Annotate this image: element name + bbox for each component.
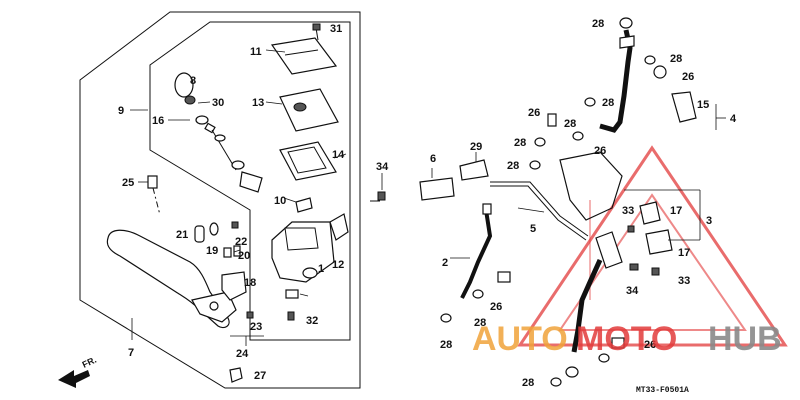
clip-29 [459, 159, 489, 181]
label-part-16: 16 [152, 115, 164, 127]
label-part-28-g: 28 [474, 317, 486, 329]
brake-pipe [490, 181, 589, 237]
hose-end-lower [565, 366, 579, 378]
label-part-8: 8 [190, 75, 196, 87]
label-part-29: 29 [470, 141, 482, 153]
bracket-17-lower [645, 229, 673, 255]
washers-and-bolts [440, 17, 660, 387]
hose-fitting-top [619, 35, 635, 49]
master-cylinder-body [271, 221, 335, 283]
leader-lines [130, 49, 726, 346]
label-part-21: 21 [176, 229, 188, 241]
label-part-15: 15 [697, 99, 709, 111]
label-part-1: 1 [318, 263, 324, 275]
brake-switch [221, 271, 247, 301]
label-part-6: 6 [430, 153, 436, 165]
label-part-2: 2 [442, 257, 448, 269]
label-part-12: 12 [332, 259, 344, 271]
label-part-32: 32 [306, 315, 318, 327]
pivot-bolt [147, 175, 161, 216]
label-part-26-a: 26 [682, 71, 694, 83]
label-part-13: 13 [252, 97, 264, 109]
clamp-12 [329, 213, 349, 241]
label-part-28-f: 28 [507, 160, 519, 172]
label-part-28-e: 28 [514, 137, 526, 149]
joint-6 [419, 177, 455, 201]
bushing-21 [194, 225, 205, 243]
bracket-17-top [639, 201, 661, 225]
label-part-30: 30 [212, 97, 224, 109]
label-part-3: 3 [706, 215, 712, 227]
diaphragm [279, 141, 337, 181]
watermark-text: AUTO MOTO HUB [472, 320, 782, 358]
watermark-moto: MOTO [576, 320, 677, 358]
label-part-20: 20 [238, 250, 250, 262]
front-direction-label: FR. [81, 355, 98, 370]
label-part-28-a: 28 [592, 18, 604, 30]
label-part-26-e: 26 [644, 339, 656, 351]
washer-part [209, 222, 219, 236]
pivot-hole [209, 301, 219, 311]
cap-screw [312, 23, 321, 31]
label-part-27: 27 [254, 370, 266, 382]
label-part-28-h: 28 [440, 339, 452, 351]
label-part-10: 10 [274, 195, 286, 207]
label-part-25: 25 [122, 177, 134, 189]
label-part-33-b: 33 [678, 275, 690, 287]
label-part-24: 24 [236, 348, 249, 360]
label-part-4: 4 [730, 113, 737, 125]
assembly-outline [79, 11, 361, 389]
label-part-23: 23 [250, 321, 262, 333]
label-part-28-b: 28 [670, 53, 682, 65]
three-way-joint [559, 151, 623, 221]
label-part-17-bottom: 17 [678, 247, 690, 259]
switch-mount [285, 289, 299, 299]
label-part-26-b: 26 [528, 107, 540, 119]
bolt-27 [229, 367, 243, 383]
label-part-31: 31 [330, 23, 342, 35]
label-part-28-i: 28 [522, 377, 534, 389]
diaphragm-plate [279, 88, 339, 132]
joint-15 [671, 91, 697, 123]
front-direction-arrow: FR. [58, 355, 98, 388]
hose-fitting-2 [482, 203, 492, 215]
label-part-9: 9 [118, 105, 124, 117]
label-part-18: 18 [244, 277, 256, 289]
label-part-17-top: 17 [670, 205, 682, 217]
piston-set [174, 72, 263, 193]
joint-lower [595, 231, 623, 269]
label-part-19: 19 [206, 245, 218, 257]
label-part-28-d: 28 [564, 118, 576, 130]
nut-19 [223, 247, 232, 258]
label-part-34-a: 34 [376, 161, 389, 173]
screw-22 [231, 221, 239, 229]
label-part-22: 22 [235, 236, 247, 248]
label-part-34-b: 34 [626, 285, 639, 297]
label-part-28-c: 28 [602, 97, 614, 109]
label-part-5: 5 [530, 223, 536, 235]
bolt-26-top [653, 65, 667, 79]
boot-10 [295, 197, 313, 213]
label-part-26-c: 26 [594, 145, 606, 157]
bolt-32 [287, 311, 295, 321]
watermark-auto: AUTO [472, 320, 568, 358]
label-part-14: 14 [332, 149, 345, 161]
diagram-code: MT33-F0501A [636, 386, 689, 395]
label-part-11: 11 [250, 46, 262, 58]
label-part-33-a: 33 [622, 205, 634, 217]
part-labels: 1 2 3 4 5 6 7 8 9 10 11 12 13 14 15 16 1… [118, 18, 737, 389]
inner-group-outline-9 [149, 21, 351, 341]
label-part-7: 7 [128, 347, 134, 359]
label-part-26-d: 26 [490, 301, 502, 313]
watermark-hub: HUB [708, 320, 782, 358]
switch-screw-23 [246, 311, 254, 319]
hose-2 [460, 209, 493, 299]
bolt-34 [377, 191, 386, 201]
reservoir-cap [270, 37, 338, 75]
